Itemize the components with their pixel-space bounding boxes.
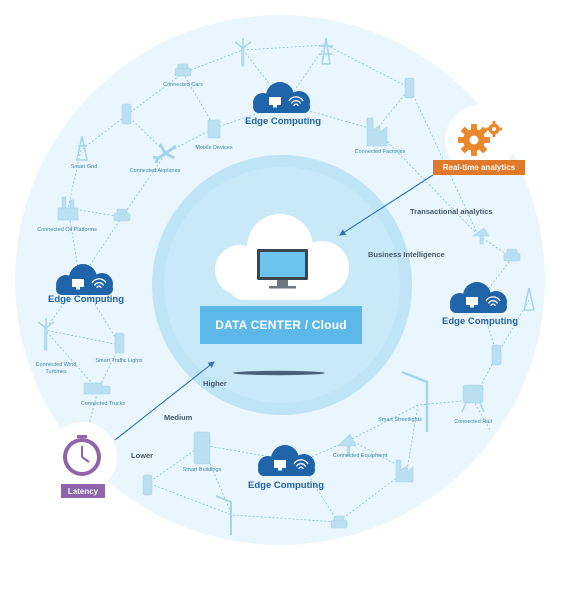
edge-cloud-icon — [253, 82, 310, 113]
device-label-connected-factories: Connected Factories — [354, 149, 406, 155]
data-center-banner: DATA CENTER / Cloud — [200, 306, 362, 344]
edge-computing-label: Edge Computing — [48, 294, 124, 305]
factory-icon — [366, 117, 388, 147]
real-time-analytics-label: Real-time analytics — [442, 163, 516, 172]
edge-computing-label: Edge Computing — [245, 116, 321, 127]
airplane-icon — [152, 143, 177, 164]
analytics-level-business-intelligence: Business Intelligence — [368, 250, 445, 259]
car-icon — [330, 515, 348, 529]
traffic-light-icon — [491, 344, 502, 366]
device-label-connected-trucks: Connected Trucks — [80, 401, 126, 407]
device-label-connected-cars: Connected Cars — [163, 82, 203, 88]
monitor-icon — [257, 249, 308, 289]
device-label-connected-rail: Connected Rail — [454, 419, 492, 425]
device-label-connected-wind-turbines: Connected Wind Turbines — [35, 362, 77, 375]
car-icon — [174, 63, 192, 77]
pylon-icon — [523, 287, 535, 311]
train-icon — [461, 384, 485, 413]
clock-icon — [63, 435, 101, 476]
pylon-icon — [76, 135, 88, 161]
edge-cloud-icon — [258, 445, 315, 476]
streetlight-icon — [401, 370, 429, 432]
platform-shadow — [233, 370, 325, 376]
latency-tag: Latency — [61, 484, 105, 498]
building-icon — [193, 431, 211, 465]
latency-level-medium: Medium — [164, 413, 193, 422]
device-label-connected-equipment: Connected Equipment — [332, 453, 388, 459]
latency-label: Latency — [67, 486, 99, 496]
real-time-analytics-tag: Real-time analytics — [433, 160, 525, 175]
analytics-level-transactional: Transactional analytics — [410, 207, 493, 216]
edge-cloud-icon — [56, 264, 113, 295]
device-label-connected-oil-platforms: Connected Oil Platforms — [37, 227, 97, 233]
data-center-title: DATA CENTER / Cloud — [215, 318, 347, 332]
device-label-smart-streetlights: Smart Streetlights — [378, 417, 422, 423]
traffic-light-icon — [114, 332, 125, 354]
oil-platform-icon — [57, 196, 79, 221]
device-label-mobile-devices: Mobile Devices — [195, 145, 233, 151]
tablet-icon — [207, 119, 221, 139]
oil-pump-icon — [337, 433, 357, 457]
oil-pump-icon — [472, 227, 490, 245]
traffic-light-icon — [142, 474, 153, 496]
device-label-smart-grid: Smart Grid — [70, 164, 98, 170]
factory-icon — [395, 459, 414, 483]
traffic-light-icon — [404, 77, 415, 99]
edge-cloud-icon — [450, 282, 507, 313]
gear-icon — [458, 121, 502, 156]
edge-computing-label: Edge Computing — [248, 480, 324, 491]
car-icon — [113, 208, 131, 222]
streetlight-icon — [215, 495, 232, 535]
latency-level-higher: Higher — [203, 379, 227, 388]
truck-icon — [83, 382, 111, 395]
device-label-smart-traffic-lights: Smart Traffic Lights — [95, 358, 143, 364]
latency-level-lower: Lower — [131, 451, 154, 460]
pylon-icon — [319, 37, 333, 65]
wind-turbine-icon — [37, 318, 55, 351]
device-label-connected-airplanes: Connected Airplanes — [129, 168, 181, 174]
device-label-smart-buildings: Smart Buildings — [182, 467, 222, 473]
edge-computing-label: Edge Computing — [442, 316, 518, 327]
wind-turbine-icon — [234, 38, 252, 67]
analytics-arrow — [339, 174, 434, 236]
latency-arrow — [114, 361, 215, 441]
traffic-light-icon — [121, 103, 132, 125]
car-icon — [503, 248, 521, 262]
